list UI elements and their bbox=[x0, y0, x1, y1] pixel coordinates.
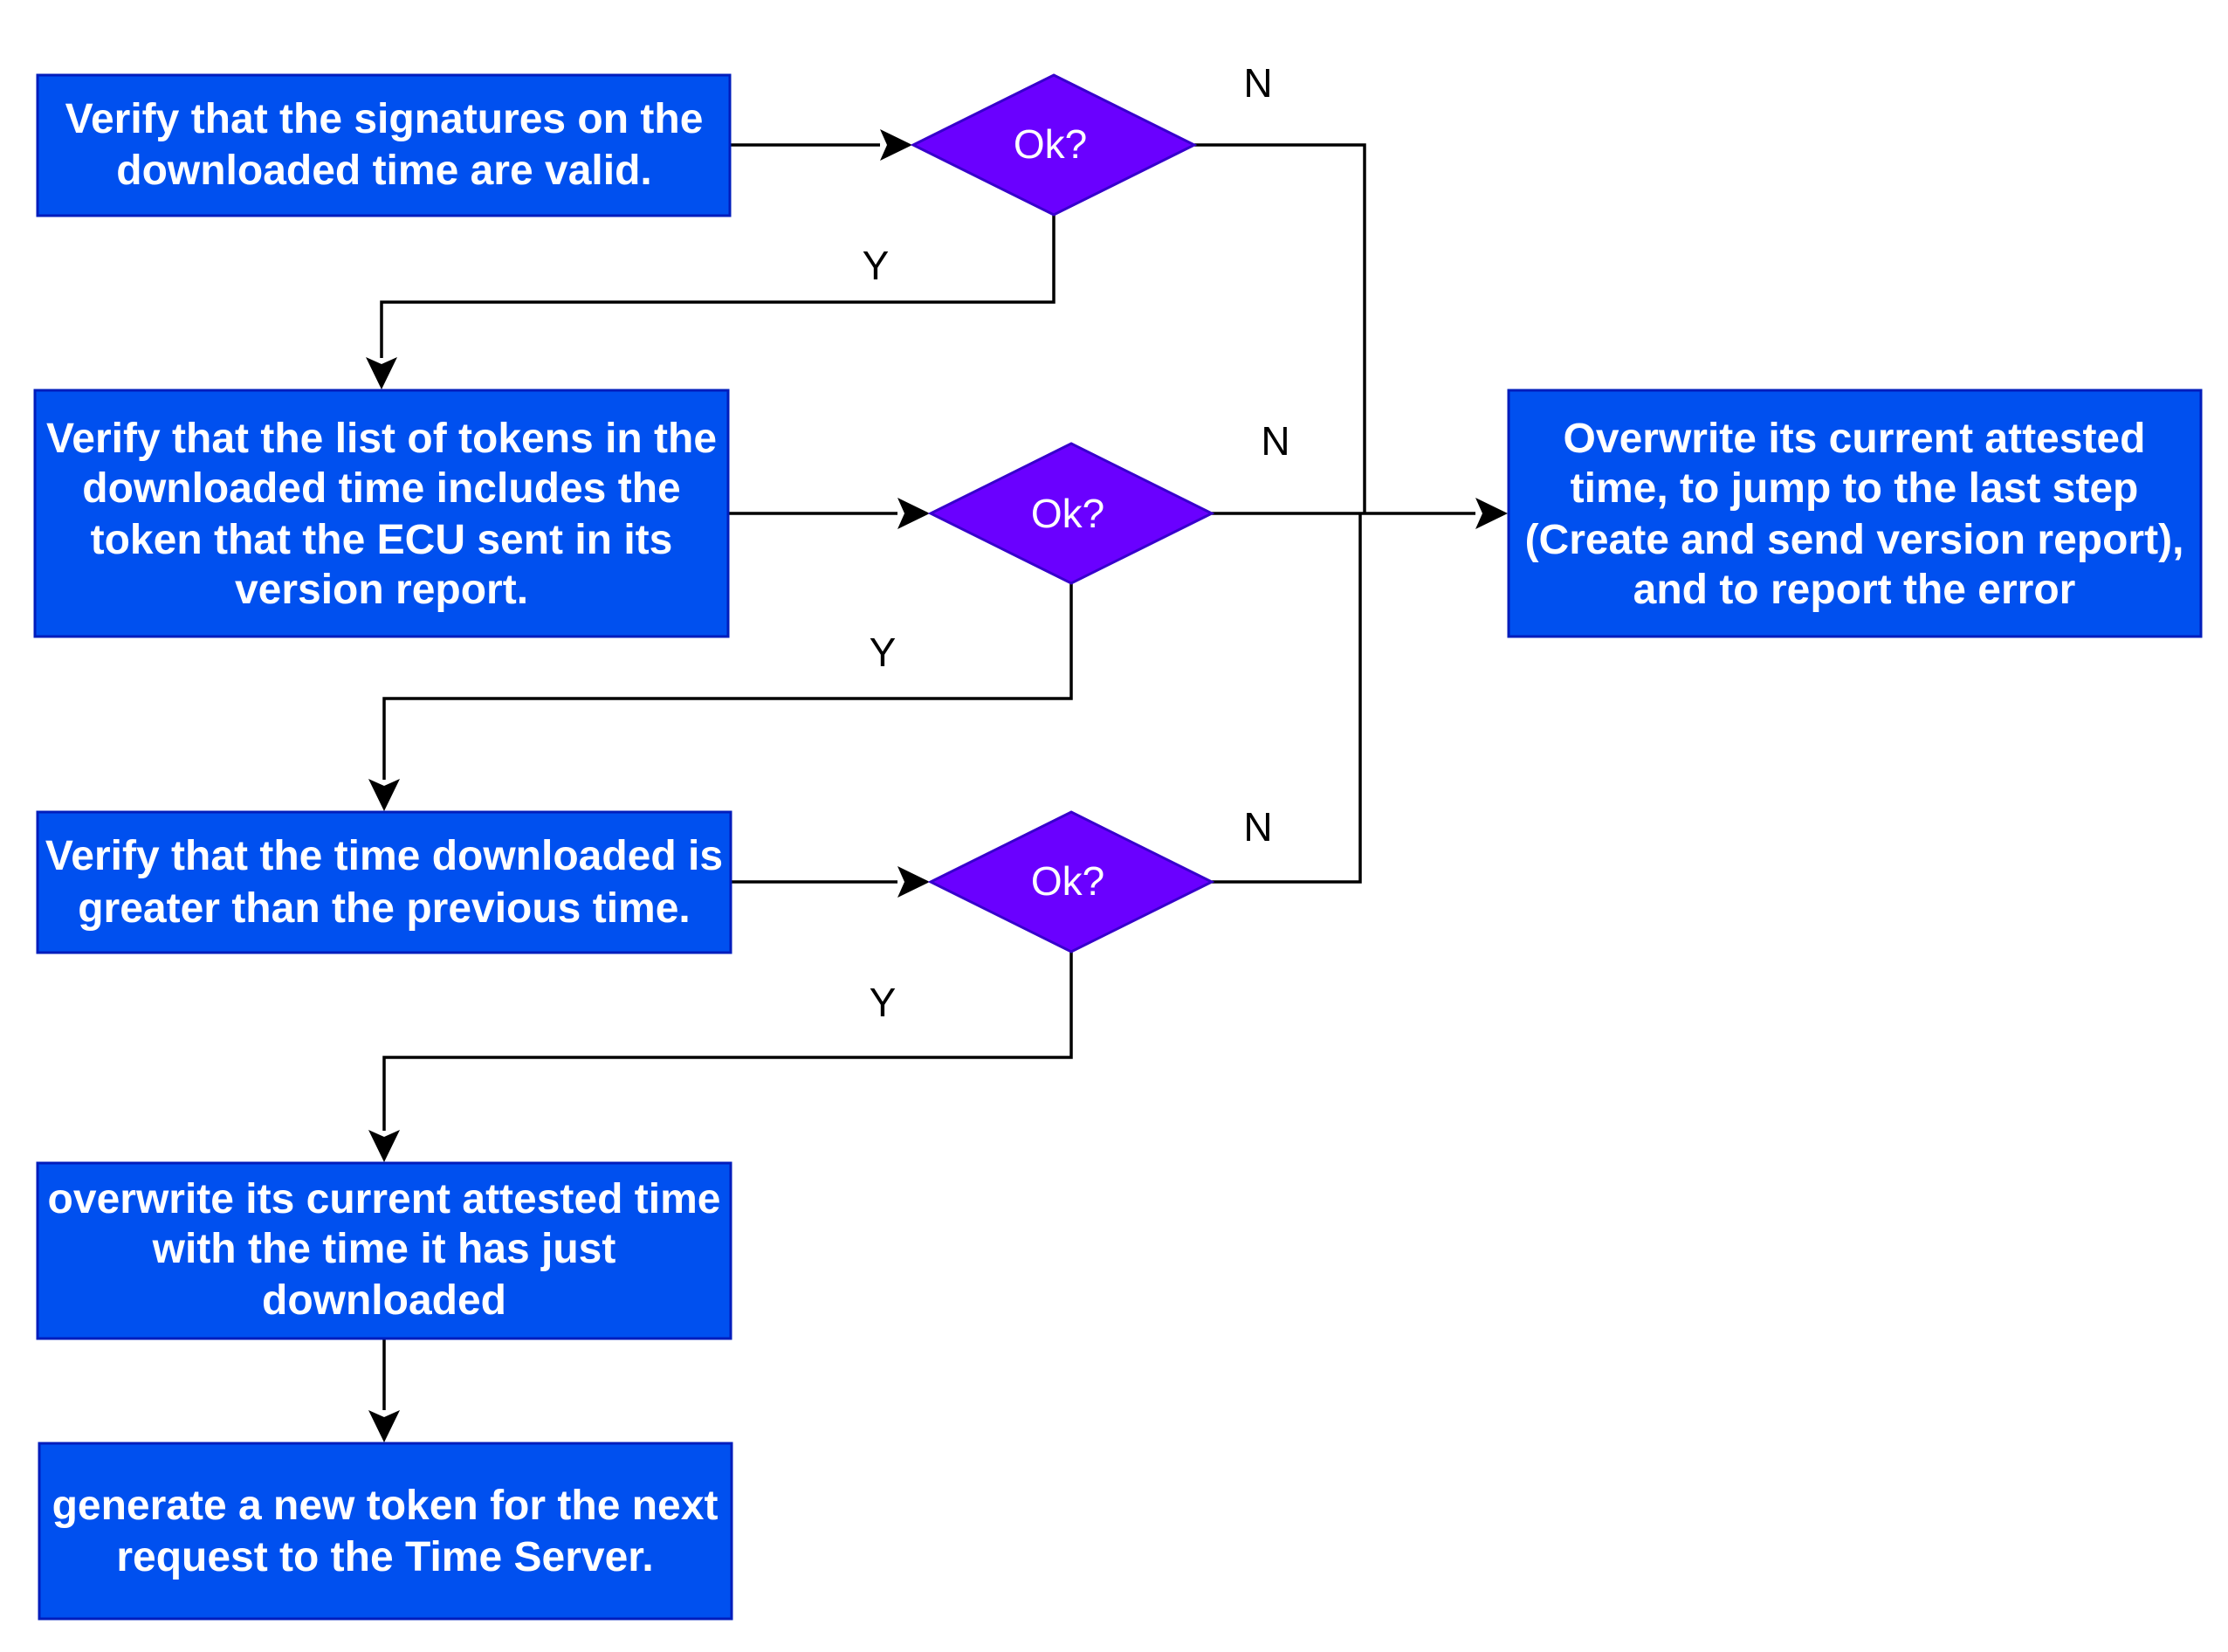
step-5-box bbox=[38, 1442, 733, 1621]
step-3-line-2: greater than the previous time. bbox=[78, 885, 691, 932]
error-step-box bbox=[1507, 389, 2203, 638]
decision-2: Ok? bbox=[927, 442, 1215, 585]
step-3-line-1: Verify that the time downloaded is bbox=[45, 833, 723, 879]
edge-decision3-yes-to-step4 bbox=[382, 952, 1073, 1131]
error-step-line-1: Overwrite its current attested bbox=[1564, 416, 2146, 462]
edge-decision2-yes-to-step3 bbox=[382, 583, 1073, 780]
decision1-no-label: N bbox=[1243, 60, 1272, 106]
edge-decision1-no bbox=[1194, 143, 1366, 513]
arrowhead-icon bbox=[880, 129, 912, 161]
step-5-line-2: request to the Time Server. bbox=[116, 1534, 653, 1580]
step-2-line-4: version report. bbox=[235, 567, 528, 613]
decision2-yes-label: Y bbox=[870, 630, 897, 675]
arrowhead-icon bbox=[366, 357, 397, 389]
decision-1: Ok? bbox=[910, 73, 1198, 217]
decision2-no-label: N bbox=[1261, 418, 1289, 464]
step-2-line-1: Verify that the list of tokens in the bbox=[46, 416, 717, 462]
step-3-box bbox=[36, 810, 732, 954]
step-1-box bbox=[36, 73, 732, 217]
step-3: Verify that the time downloaded is great… bbox=[36, 810, 732, 954]
step-2: Verify that the list of tokens in the do… bbox=[33, 389, 730, 638]
step-4-line-2: with the time it has just bbox=[152, 1226, 616, 1272]
error-step: Overwrite its current attested time, to … bbox=[1507, 389, 2203, 638]
edge-decision3-no bbox=[1212, 513, 1362, 884]
decision3-no-label: N bbox=[1243, 804, 1272, 850]
error-step-line-2: time, to jump to the last step bbox=[1571, 465, 2139, 512]
step-1-line-2: downloaded time are valid. bbox=[116, 148, 651, 194]
error-step-line-4: and to report the error bbox=[1633, 567, 2076, 613]
decision-3-diamond bbox=[927, 810, 1215, 953]
step-5: generate a new token for the next reques… bbox=[38, 1442, 733, 1621]
step-2-line-3: token that the ECU sent in its bbox=[91, 517, 673, 563]
arrowhead-icon bbox=[368, 1130, 400, 1162]
error-step-line-3: (Create and send version report), bbox=[1525, 517, 2184, 563]
step-4: overwrite its current attested time with… bbox=[36, 1161, 732, 1340]
arrowhead-icon bbox=[897, 866, 930, 898]
decision1-yes-label: Y bbox=[863, 243, 890, 288]
step-4-line-3: downloaded bbox=[262, 1277, 506, 1324]
edge-decision1-yes-to-step2 bbox=[380, 215, 1056, 358]
arrowhead-icon bbox=[368, 779, 400, 811]
step-4-box bbox=[36, 1161, 732, 1340]
step-5-line-1: generate a new token for the next bbox=[52, 1483, 719, 1529]
arrowhead-icon bbox=[897, 498, 930, 529]
step-1-line-1: Verify that the signatures on the bbox=[65, 96, 704, 142]
step-2-line-2: downloaded time includes the bbox=[82, 465, 680, 512]
edges bbox=[366, 129, 1508, 1442]
decision-3-label: Ok? bbox=[1031, 858, 1104, 904]
decision-2-label: Ok? bbox=[1031, 491, 1104, 536]
step-2-box bbox=[33, 389, 730, 638]
decision3-yes-label: Y bbox=[870, 980, 897, 1025]
arrowhead-icon bbox=[368, 1410, 400, 1442]
decision-3: Ok? bbox=[927, 810, 1215, 953]
step-4-line-1: overwrite its current attested time bbox=[48, 1176, 721, 1222]
step-1: Verify that the signatures on the downlo… bbox=[36, 73, 732, 217]
decision-2-diamond bbox=[927, 442, 1215, 585]
edge-labels: N Y N Y N Y bbox=[863, 60, 1290, 1025]
arrowhead-icon bbox=[1475, 498, 1508, 529]
decision-1-label: Ok? bbox=[1014, 121, 1087, 167]
decision-1-diamond bbox=[910, 73, 1198, 217]
